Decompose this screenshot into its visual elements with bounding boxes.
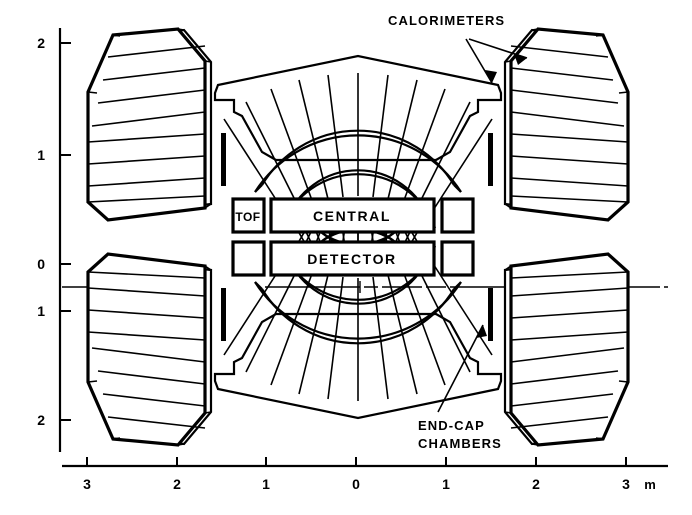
y-tick-label-0: 0 xyxy=(37,256,45,272)
x-axis-ticks xyxy=(86,457,627,466)
end-cap-chamber-bar-upper-right xyxy=(488,133,493,186)
y-tick-label-1-lower: 1 xyxy=(37,303,45,319)
tof-box-upper-right xyxy=(440,197,475,234)
y-axis: 2 1 0 1 2 xyxy=(37,28,71,452)
end-cap-slab-layers-lower-left xyxy=(87,271,206,429)
central-detector-upper-box: CENTRAL xyxy=(269,197,436,234)
end-cap-module-upper-right xyxy=(503,27,630,222)
end-cap-module-lower-right xyxy=(503,252,630,447)
x-tick-label-3-left: 3 xyxy=(83,476,91,492)
x-tick-label-3-right: 3 xyxy=(622,476,630,492)
central-detector-lower-box: DETECTOR xyxy=(269,240,436,277)
x-tick-label-1-left: 1 xyxy=(262,476,270,492)
y-tick-label-2-upper: 2 xyxy=(37,35,45,51)
end-cap-module-lower-left xyxy=(86,252,213,447)
end-cap-chamber-bar-upper-left xyxy=(221,133,226,186)
end-cap-slab-layers-upper-left xyxy=(87,45,206,203)
annotation-calorimeters: CALORIMETERS xyxy=(388,13,528,84)
x-tick-label-2-left: 2 xyxy=(173,476,181,492)
calorimeters-label: CALORIMETERS xyxy=(388,13,505,28)
end-cap-slab-layers-lower-right xyxy=(510,271,629,429)
x-tick-label-0: 0 xyxy=(352,476,360,492)
x-tick-label-1-right: 1 xyxy=(442,476,450,492)
tof-label: TOF xyxy=(235,210,260,224)
end-cap-chamber-bar-lower-left xyxy=(221,288,226,341)
end-cap-module-upper-left xyxy=(86,27,213,222)
central-detector-lower-label: DETECTOR xyxy=(307,251,397,267)
x-axis-unit-label: m xyxy=(644,477,656,492)
tof-box-lower-right xyxy=(440,240,475,277)
end-cap-slab-layers-upper-right xyxy=(510,45,629,203)
annotation-end-cap-chambers: END-CAP CHAMBERS xyxy=(418,324,502,451)
y-axis-ticks xyxy=(60,42,71,421)
end-cap-chambers-label-line2: CHAMBERS xyxy=(418,436,502,451)
x-axis: 3 2 1 0 1 2 3 m xyxy=(62,457,668,492)
end-cap-chambers-label-line1: END-CAP xyxy=(418,418,485,433)
central-detector-upper-label: CENTRAL xyxy=(313,208,391,224)
x-tick-label-2-right: 2 xyxy=(532,476,540,492)
tof-box-upper-left: TOF xyxy=(231,197,266,234)
tof-box-lower-left xyxy=(231,240,266,277)
y-tick-label-2-lower: 2 xyxy=(37,412,45,428)
end-cap-chamber-bar-lower-right xyxy=(488,288,493,341)
y-tick-label-1-upper: 1 xyxy=(37,147,45,163)
